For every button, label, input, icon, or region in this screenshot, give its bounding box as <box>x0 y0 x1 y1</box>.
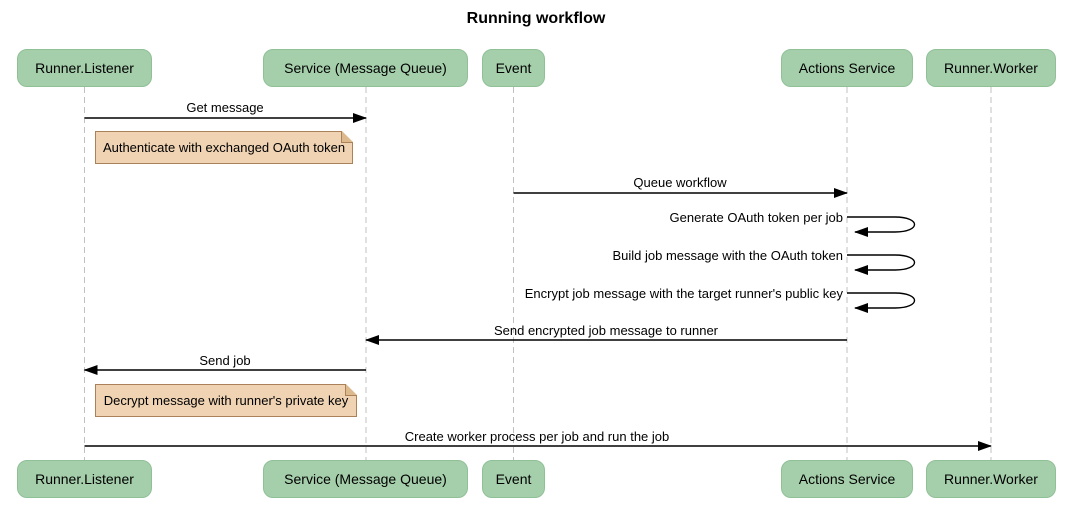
participant-top-event: Event <box>482 49 545 87</box>
participant-label: Event <box>495 60 532 76</box>
self-loop-encrypt-job-message <box>847 292 915 313</box>
message-label-create-worker-process: Create worker process per job and run th… <box>404 429 670 444</box>
note-decrypt-private-key: Decrypt message with runner's private ke… <box>95 384 357 417</box>
participant-bottom-runner-listener: Runner.Listener <box>17 460 152 498</box>
message-label-encrypt-job-message: Encrypt job message with the target runn… <box>524 286 843 301</box>
participant-label: Runner.Worker <box>944 471 1038 487</box>
message-label-build-job-message: Build job message with the OAuth token <box>612 248 843 263</box>
message-label-queue-workflow: Queue workflow <box>633 175 727 190</box>
participant-label: Runner.Listener <box>35 60 134 76</box>
participant-label: Runner.Worker <box>944 60 1038 76</box>
participant-label: Runner.Listener <box>35 471 134 487</box>
diagram-title: Running workflow <box>466 10 606 27</box>
participant-label: Service (Message Queue) <box>284 471 447 487</box>
note-folded-corner-icon <box>342 131 353 142</box>
note-text: Authenticate with exchanged OAuth token <box>102 140 346 155</box>
note-authenticate-oauth: Authenticate with exchanged OAuth token <box>95 131 353 164</box>
participant-label: Event <box>495 471 532 487</box>
participant-bottom-event: Event <box>482 460 545 498</box>
participant-label: Actions Service <box>798 60 896 76</box>
message-label-get-message: Get message <box>186 100 264 115</box>
note-folded-corner-icon <box>346 384 357 395</box>
self-loop-build-job-message <box>847 254 915 275</box>
participant-top-runner-listener: Runner.Listener <box>17 49 152 87</box>
participant-top-actions-service: Actions Service <box>781 49 913 87</box>
participant-top-runner-worker: Runner.Worker <box>926 49 1056 87</box>
message-label-send-job: Send job <box>199 353 251 368</box>
participant-bottom-service-message-queue: Service (Message Queue) <box>263 460 468 498</box>
message-label-send-encrypted-job-message: Send encrypted job message to runner <box>493 323 719 338</box>
message-label-generate-oauth-token: Generate OAuth token per job <box>669 210 843 225</box>
note-text: Decrypt message with runner's private ke… <box>103 393 349 408</box>
participant-label: Service (Message Queue) <box>284 60 447 76</box>
participant-bottom-runner-worker: Runner.Worker <box>926 460 1056 498</box>
participant-label: Actions Service <box>798 471 896 487</box>
participant-top-service-message-queue: Service (Message Queue) <box>263 49 468 87</box>
self-loop-generate-oauth-token <box>847 216 915 237</box>
participant-bottom-actions-service: Actions Service <box>781 460 913 498</box>
